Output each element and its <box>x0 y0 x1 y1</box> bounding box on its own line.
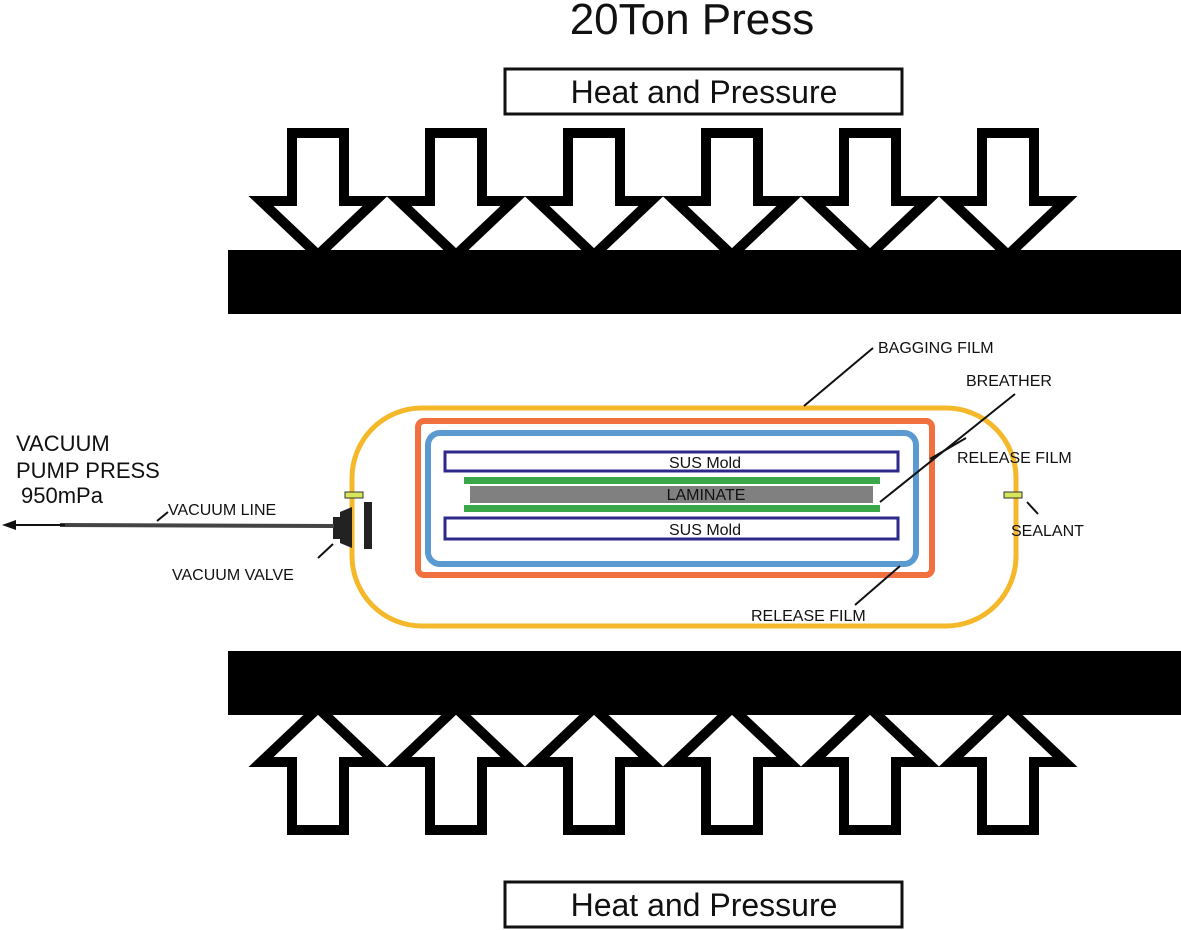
vacuum-direction-arrow-icon <box>2 520 16 530</box>
release-film-inner <box>425 430 919 567</box>
up-arrow-icon <box>662 701 802 835</box>
vacuum-pump-pressure-label: 950mPa <box>21 483 104 508</box>
release-film-upper-label: RELEASE FILM <box>957 450 1072 467</box>
up-arrow-icon <box>938 701 1078 835</box>
sealant-label: SEALANT <box>1011 523 1084 540</box>
laminate-label: LAMINATE <box>667 487 746 504</box>
sealant-leader <box>1026 501 1039 515</box>
lower-sus-mold-label: SUS Mold <box>669 522 741 539</box>
down-arrow-icon <box>248 128 388 262</box>
bottom-platen <box>228 651 1181 715</box>
top-heat-pressure-box: Heat and Pressure <box>503 67 904 116</box>
up-arrow-icon <box>800 701 940 835</box>
release-film-lower-label: RELEASE FILM <box>751 608 866 625</box>
down-arrow-icon <box>800 128 940 262</box>
up-arrow-icon <box>386 701 526 835</box>
up-arrows-group <box>248 701 1078 835</box>
vacuum-line-leader <box>156 511 169 522</box>
breather-bottom <box>464 505 880 512</box>
lower-sus-mold: SUS Mold <box>443 516 900 541</box>
bottom-heat-pressure-label: Heat and Pressure <box>571 887 838 923</box>
upper-sus-mold-label: SUS Mold <box>669 455 741 472</box>
vacuum-pump-label-line1: VACUUM <box>16 431 110 456</box>
vacuum-valve <box>333 502 372 549</box>
vacuum-line <box>2 520 335 530</box>
up-arrow-icon <box>524 701 664 835</box>
release-film-outer <box>415 418 935 578</box>
sealant-left <box>344 491 364 499</box>
breather-top <box>464 477 880 484</box>
top-platen <box>228 250 1181 314</box>
down-arrow-icon <box>662 128 802 262</box>
top-heat-pressure-label: Heat and Pressure <box>571 74 838 110</box>
leader-lines <box>156 347 1039 606</box>
diagram-title: 20Ton Press <box>570 0 815 44</box>
release-film-lower-leader <box>854 565 901 606</box>
vacuum-pump-label-line2: PUMP PRESS <box>16 458 160 483</box>
up-arrow-icon <box>248 701 388 835</box>
vacuum-valve-leader <box>317 543 334 559</box>
laminate: LAMINATE <box>470 486 873 504</box>
down-arrow-icon <box>524 128 664 262</box>
bagging-film-leader <box>803 347 874 407</box>
vacuum-valve-label: VACUUM VALVE <box>172 567 294 584</box>
bottom-heat-pressure-box: Heat and Pressure <box>503 880 904 929</box>
bagging-film-label: BAGGING FILM <box>878 340 994 357</box>
release-film-upper-leader <box>929 437 967 460</box>
down-arrow-icon <box>386 128 526 262</box>
upper-sus-mold: SUS Mold <box>443 450 900 473</box>
down-arrows-group <box>248 128 1078 262</box>
down-arrow-icon <box>938 128 1078 262</box>
breather-label: BREATHER <box>966 373 1052 390</box>
sealant-right <box>1003 491 1023 499</box>
vacuum-line-label: VACUUM LINE <box>168 502 276 519</box>
